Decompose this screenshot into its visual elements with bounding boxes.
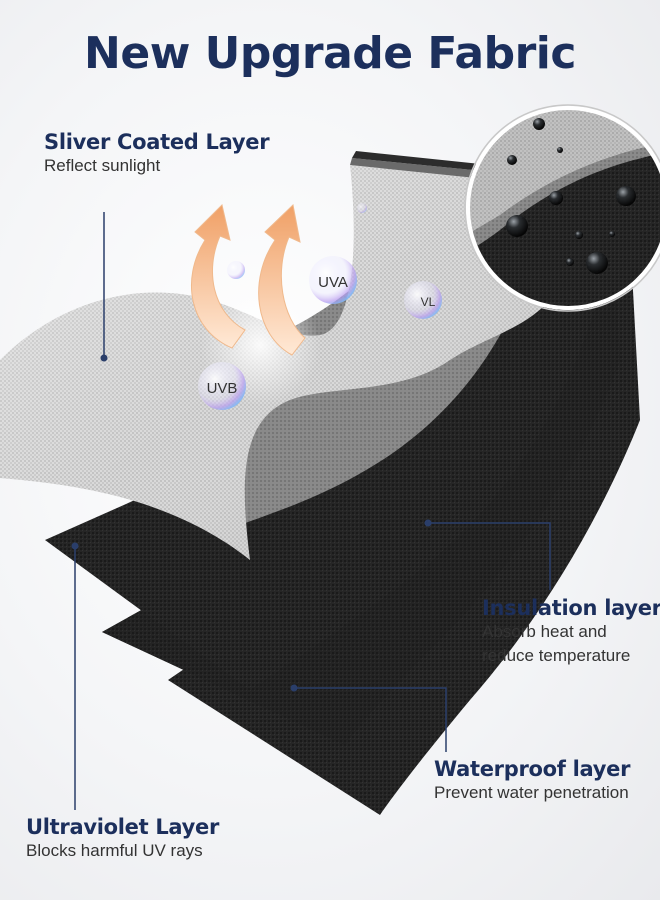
silver-layer-label: Sliver Coated Layer Reflect sunlight: [44, 130, 270, 178]
ultraviolet-layer-label: Ultraviolet Layer Blocks harmful UV rays: [26, 815, 219, 863]
page-title: New Upgrade Fabric: [84, 28, 576, 79]
waterproof-layer-desc: Prevent water penetration: [434, 783, 629, 802]
waterproof-layer-label: Waterproof layer Prevent water penetrati…: [434, 757, 630, 805]
reflect-arrow-icon: [191, 204, 246, 349]
uva-label: UVA: [318, 274, 348, 291]
vl-label: VL: [421, 295, 436, 309]
water-droplet-icon: [616, 186, 636, 206]
silver-layer-desc: Reflect sunlight: [44, 156, 161, 175]
waterproof-leader-line: [294, 687, 447, 752]
water-droplet-icon: [506, 215, 528, 237]
ultraviolet-layer-name: Ultraviolet Layer: [26, 815, 220, 839]
silver-layer-name: Sliver Coated Layer: [44, 130, 270, 154]
uvb-label: UVB: [207, 380, 238, 397]
water-droplet-icon: [549, 191, 563, 205]
waterproof-zoom-view: [464, 104, 660, 312]
uva-bubble: [309, 256, 357, 304]
vl-bubble: [404, 281, 442, 319]
reflect-arrow-icon: [258, 203, 306, 356]
water-droplet-icon: [586, 252, 608, 274]
ultraviolet-layer-desc: Blocks harmful UV rays: [26, 841, 203, 860]
insulation-layer-desc-line1: Absorb heat and: [482, 622, 607, 641]
uvb-bubble: [198, 362, 246, 410]
insulation-layer-desc-line2: reduce temperature: [482, 646, 631, 665]
insulation-layer-label: Insulation layer Absorb heat and reduce …: [482, 596, 660, 668]
insulation-leader-line: [428, 522, 551, 590]
water-droplet-icon: [507, 155, 517, 165]
insulation-layer-name: Insulation layer: [482, 596, 660, 620]
water-droplet-icon: [533, 118, 545, 130]
waterproof-layer-name: Waterproof layer: [434, 757, 631, 781]
